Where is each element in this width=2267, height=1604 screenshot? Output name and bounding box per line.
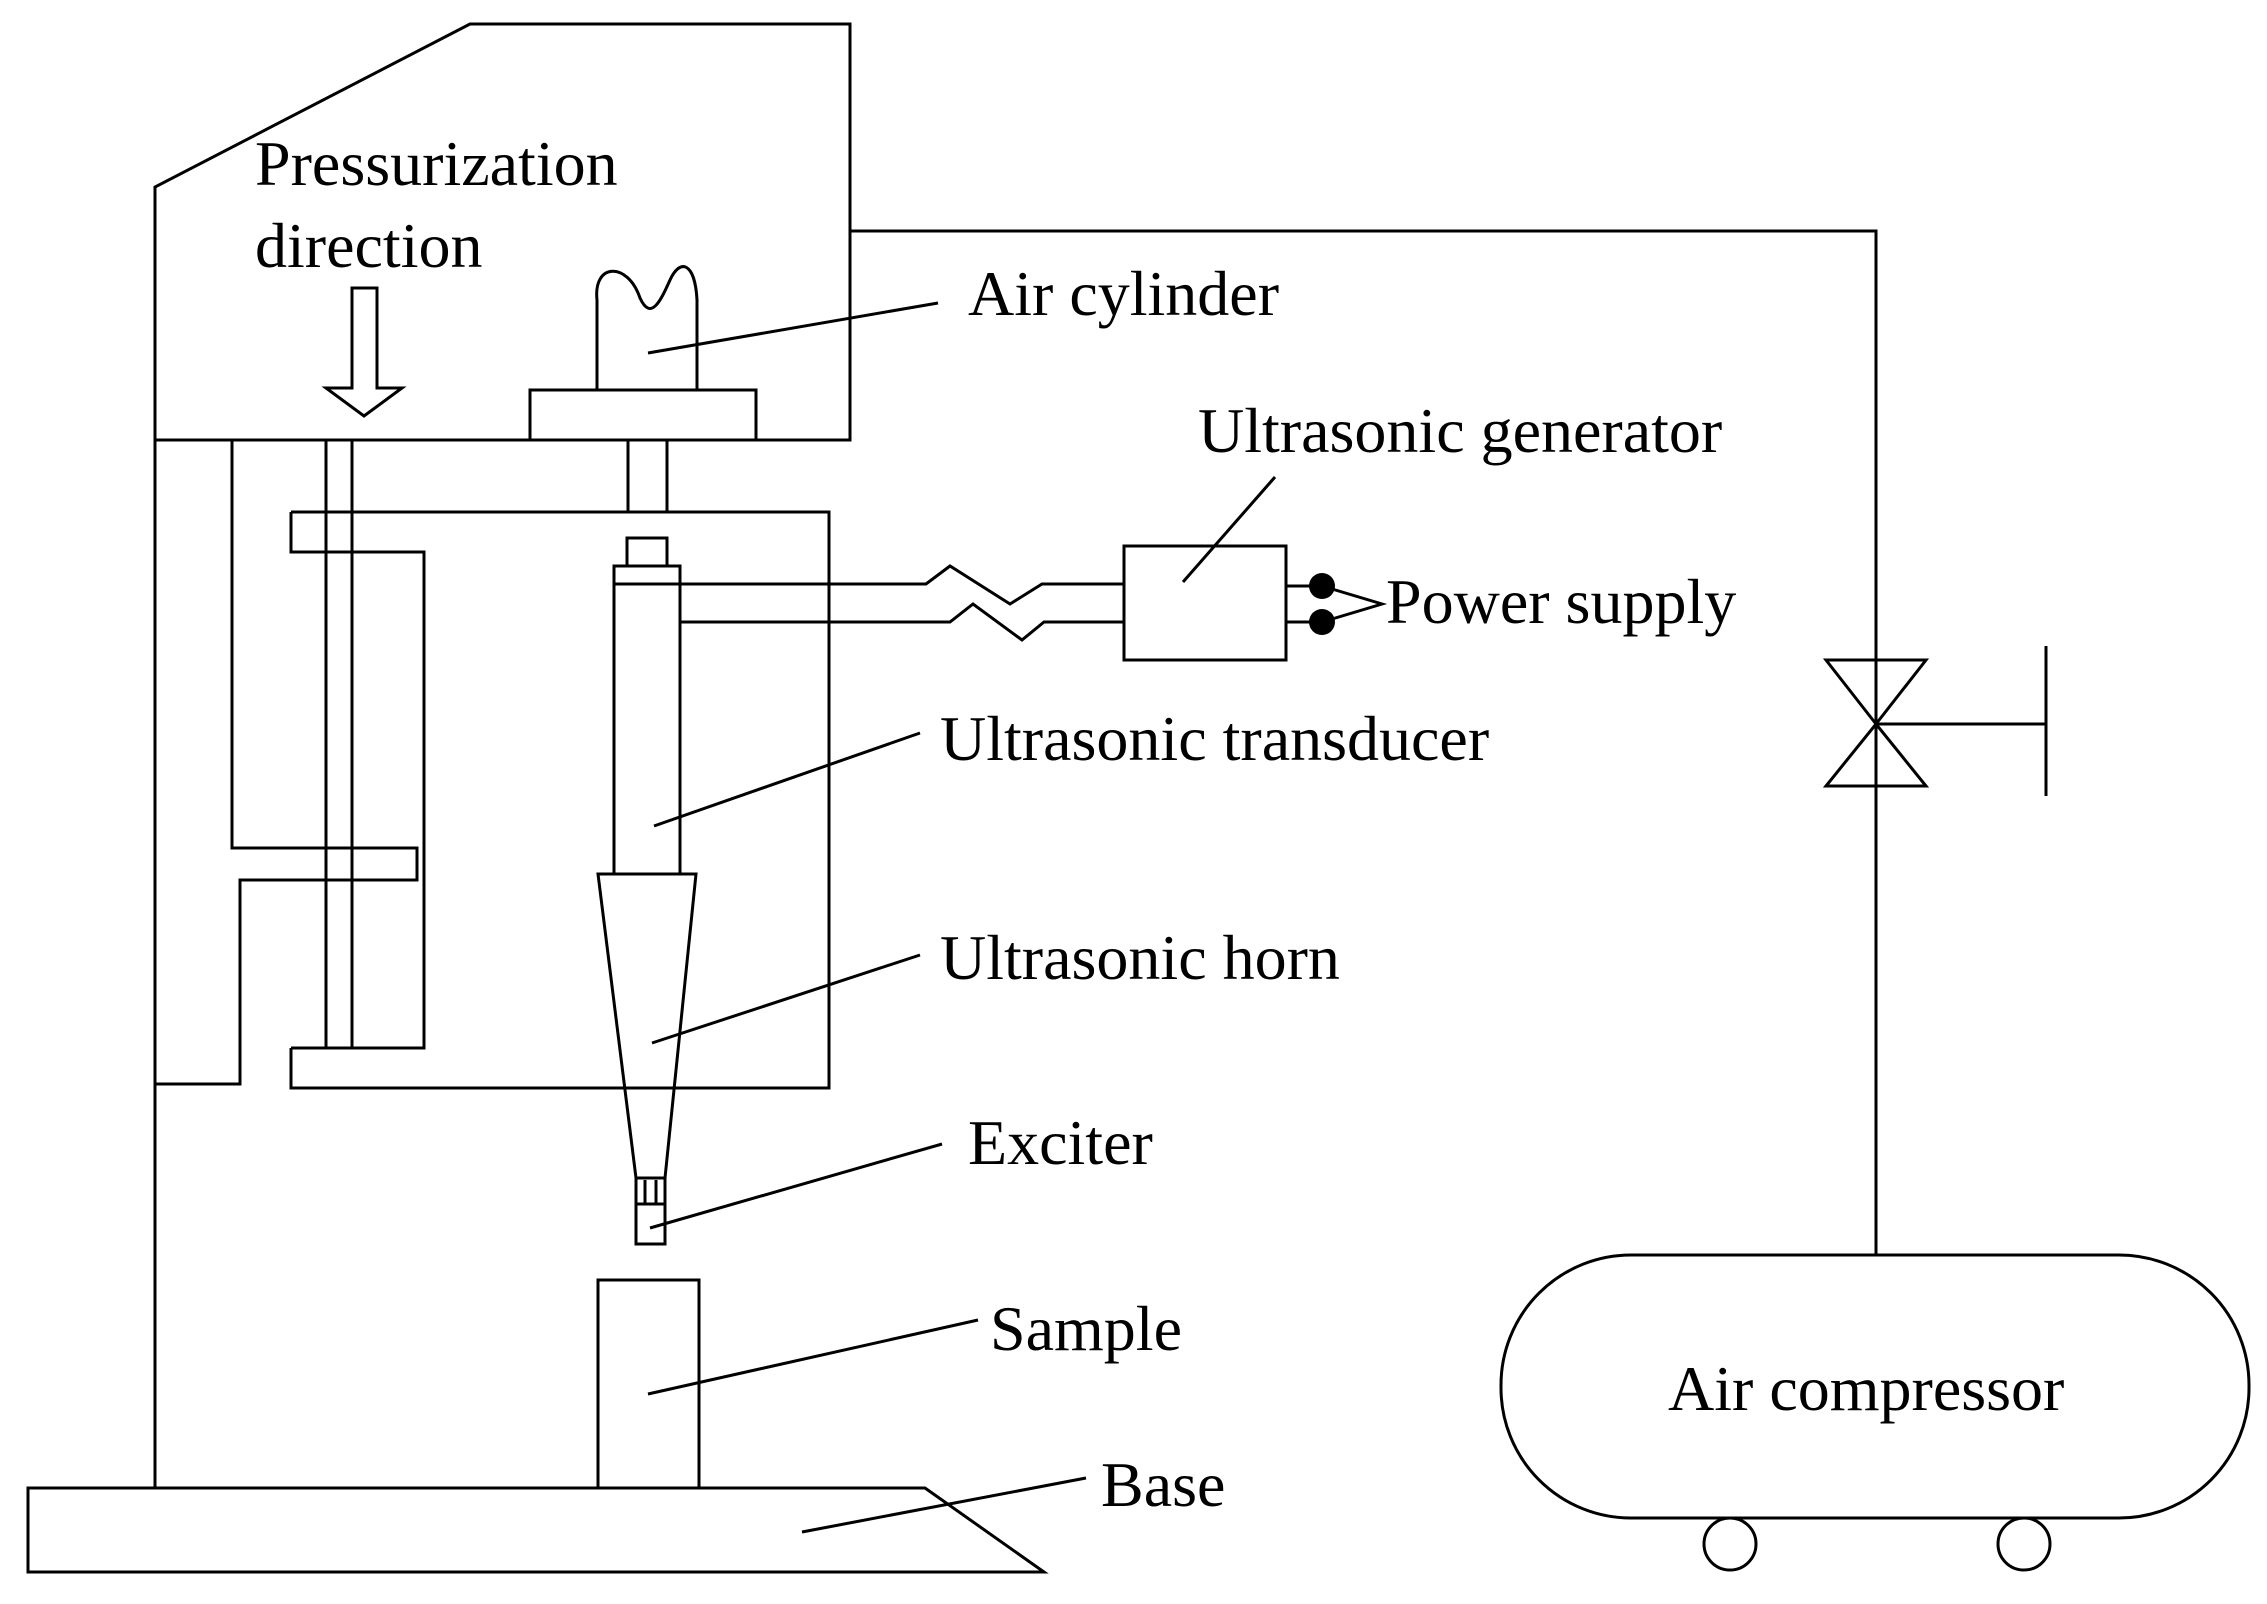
air-compressor-tank (1499, 1253, 2251, 1520)
compressor-wheel (1702, 1516, 1758, 1572)
guide-bracket (155, 440, 419, 1086)
leader-ultrasonic-horn (651, 953, 921, 1045)
air-cylinder-flange (528, 388, 758, 442)
exciter (634, 1176, 667, 1246)
valve-lower (1822, 721, 1930, 788)
leader-base (801, 1476, 1087, 1534)
carriage-upper-arm (289, 512, 426, 1050)
label-base: Base (1101, 1449, 1225, 1520)
leader-exciter (649, 1142, 943, 1230)
ultrasonic-generator (1122, 544, 1288, 662)
label-ultrasonic-generator: Ultrasonic generator (1198, 395, 1722, 466)
label-sample: Sample (990, 1293, 1182, 1364)
label-power-supply: Power supply (1386, 566, 1736, 637)
label-ultrasonic-transducer: Ultrasonic transducer (940, 703, 1489, 774)
leader-ultrasonic-transducer (653, 731, 921, 828)
leader-ultrasonic-generator (1181, 476, 1277, 583)
label-ultrasonic-horn: Ultrasonic horn (940, 922, 1340, 993)
leader-sample (647, 1318, 979, 1396)
carriage-frame (289, 510, 831, 1090)
label-air-cylinder: Air cylinder (968, 258, 1279, 329)
cable-lower (680, 602, 1124, 642)
air-cylinder-body (595, 265, 699, 390)
label-pressurization-line2: direction (255, 210, 482, 281)
compressor-wheel (1996, 1516, 2052, 1572)
leader-air-cylinder (647, 301, 939, 355)
label-air-compressor: Air compressor (1668, 1353, 2064, 1424)
label-exciter: Exciter (968, 1107, 1153, 1178)
air-line (850, 229, 1878, 1255)
label-pressurization-line1: Pressurization (255, 128, 618, 199)
valve-upper (1822, 658, 1930, 727)
pressurization-arrow (321, 286, 407, 418)
cable-upper (614, 564, 1124, 606)
power-plug (1321, 584, 1388, 624)
